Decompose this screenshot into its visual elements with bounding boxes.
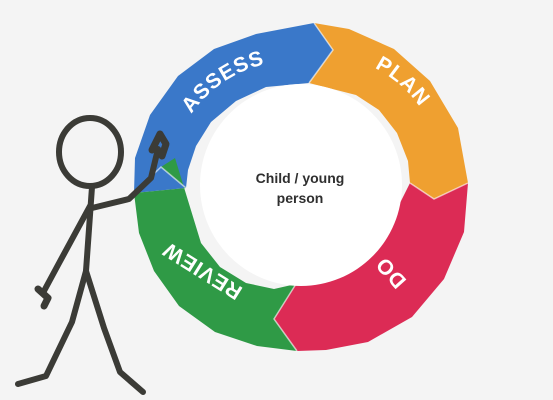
cycle-ring — [133, 22, 469, 352]
stick-figure-hand-left — [34, 285, 52, 310]
stick-figure-icon — [15, 115, 170, 395]
segment-review — [134, 158, 297, 351]
ring-separator — [409, 182, 469, 200]
center-label-line1: Child / young — [256, 170, 345, 186]
stick-figure-head — [56, 115, 124, 189]
ring-separator — [308, 22, 334, 84]
center-hub — [200, 84, 402, 286]
stick-figure-body — [83, 184, 95, 274]
stick-figure-arm-left — [41, 203, 93, 294]
ring-separator — [273, 283, 298, 352]
segment-do — [274, 183, 468, 351]
segment-assess — [134, 23, 333, 193]
stick-figure-hand-right — [148, 130, 170, 160]
segment-plan — [309, 23, 468, 199]
center-label-line2: person — [277, 190, 324, 206]
stick-figure-leg-left — [15, 268, 89, 387]
stick-figure-leg-right — [83, 268, 146, 395]
stick-figure-arm-right — [89, 146, 161, 211]
